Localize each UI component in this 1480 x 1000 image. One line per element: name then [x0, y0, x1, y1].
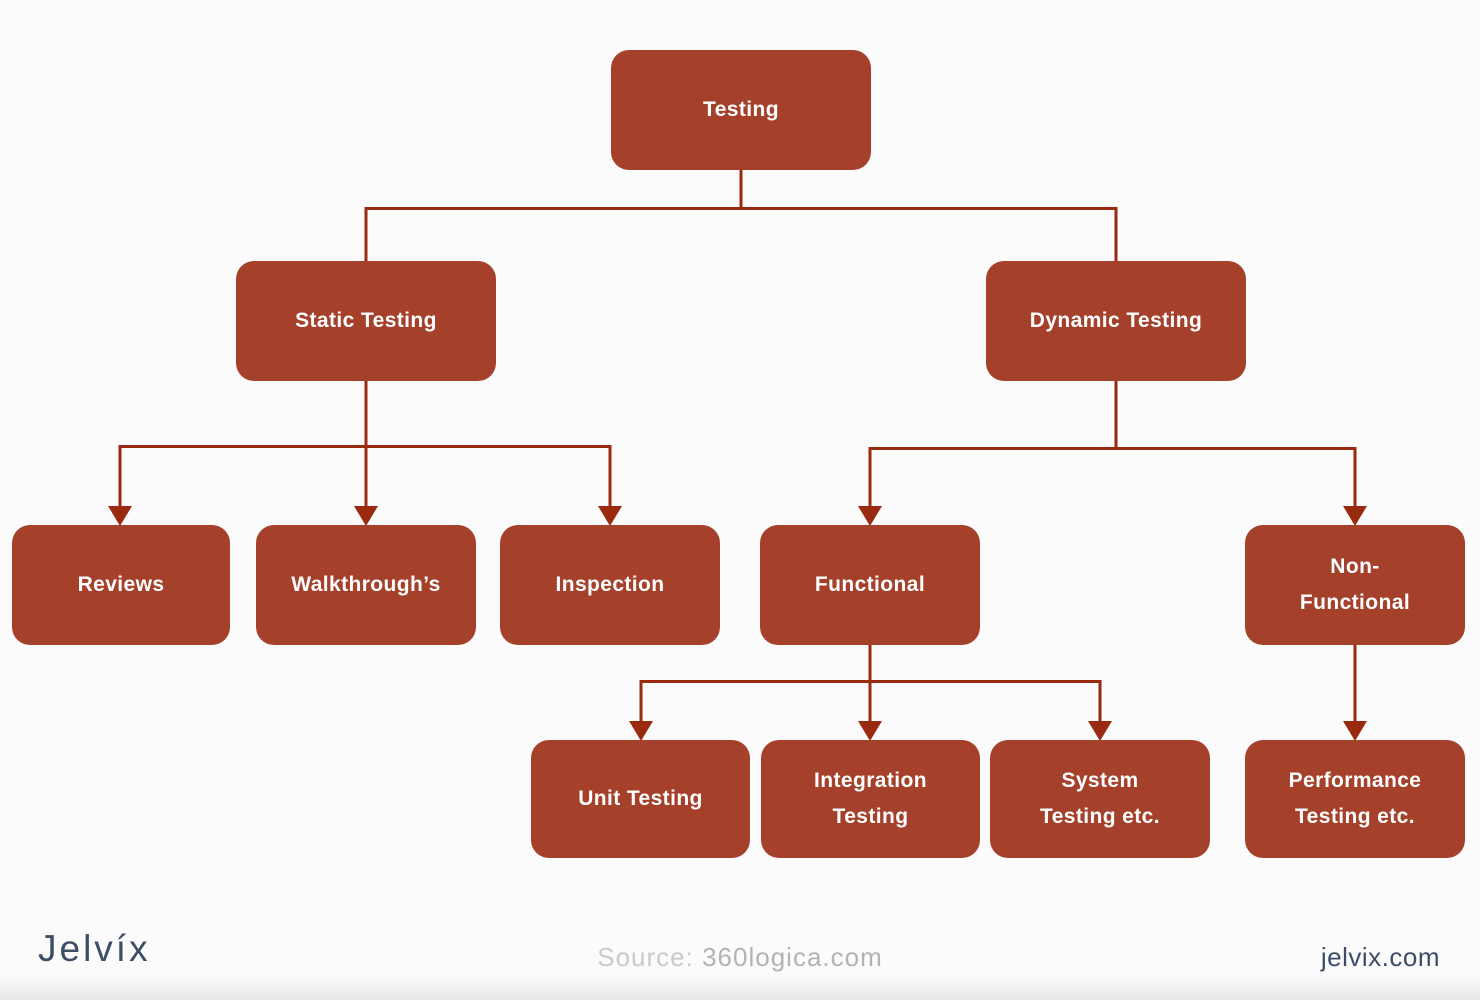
arrowhead-integration-testing: [858, 721, 882, 741]
node-unit-testing: Unit Testing: [531, 740, 750, 858]
arrowhead-unit-testing: [629, 721, 653, 741]
jelvix-url: jelvix.com: [1320, 942, 1440, 972]
connector-static-bracket: [118, 445, 612, 508]
node-dynamic-testing: Dynamic Testing: [986, 261, 1246, 381]
node-non-functional: Non- Functional: [1245, 525, 1465, 645]
arrowhead-system-testing: [1088, 721, 1112, 741]
arrowhead-functional: [858, 506, 882, 526]
node-static-testing: Static Testing: [236, 261, 496, 381]
connector-level2-bracket: [364, 207, 1118, 261]
connector-dynamic-bracket: [868, 447, 1357, 508]
node-testing: Testing: [611, 50, 871, 170]
node-integration-testing: Integration Testing: [761, 740, 980, 858]
source-value: 360logica.com: [702, 942, 883, 972]
node-system-testing: System Testing etc.: [990, 740, 1210, 858]
node-functional: Functional: [760, 525, 980, 645]
connector-functional-bracket: [639, 680, 1102, 723]
source-attribution: Source: 360logica.com: [0, 942, 1480, 973]
node-performance-testing: Performance Testing etc.: [1245, 740, 1465, 858]
arrowhead-inspection: [598, 506, 622, 526]
arrowhead-walkthroughs: [354, 506, 378, 526]
node-reviews: Reviews: [12, 525, 230, 645]
arrowhead-non-functional: [1343, 506, 1367, 526]
arrowhead-reviews: [108, 506, 132, 526]
jelvix-logo: Jelvíx: [38, 928, 151, 969]
arrowhead-performance-testing: [1343, 721, 1367, 741]
node-walkthroughs: Walkthrough’s: [256, 525, 476, 645]
node-inspection: Inspection: [500, 525, 720, 645]
footer-band: [0, 974, 1480, 1000]
source-label: Source:: [597, 942, 694, 972]
